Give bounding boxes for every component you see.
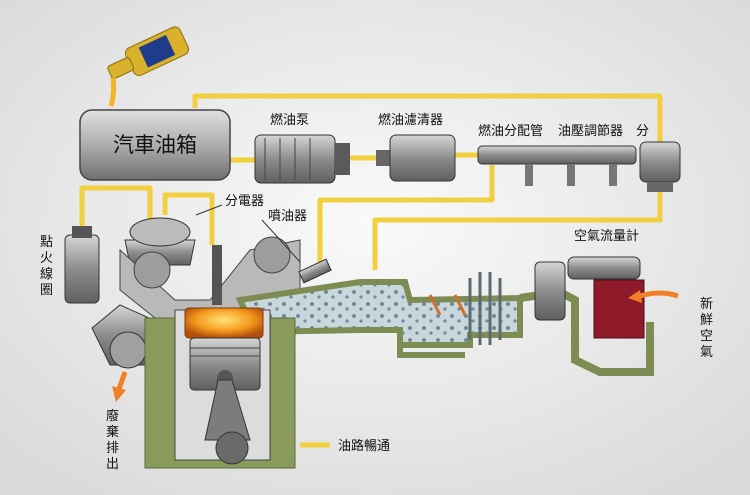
svg-text:出: 出 — [106, 457, 119, 472]
fuel-rail-label: 燃油分配管 — [478, 123, 543, 139]
svg-text:火: 火 — [40, 251, 53, 266]
arrow-icon — [628, 290, 679, 303]
fuel-tank-icon: 汽車油箱 — [79, 109, 231, 181]
svg-text:排: 排 — [106, 441, 119, 456]
svg-text:空: 空 — [700, 329, 713, 344]
svg-text:新: 新 — [700, 296, 713, 312]
fuel-filter-label: 燃油濾清器 — [378, 112, 443, 128]
distributor-to-plug-line — [162, 192, 215, 245]
distributor-label: 分電器 — [225, 194, 264, 209]
injector-icon — [261, 219, 332, 284]
coil-to-distributor-line — [79, 185, 153, 240]
fuel-rail-icon — [477, 145, 637, 186]
regulator-suffix-label: 分 — [636, 124, 649, 139]
airflow-meter-icon — [534, 256, 645, 339]
ignition-coil-icon — [64, 226, 100, 304]
svg-text:線: 線 — [40, 266, 53, 282]
fuel-tank-label: 汽車油箱 — [113, 133, 197, 157]
injector-label: 噴油器 — [268, 209, 307, 224]
fresh-air-label: 新 鮮 空 氣 — [700, 296, 713, 360]
exhaust-label: 廢 棄 排 出 — [106, 409, 119, 472]
regulator-label: 油壓調節器 — [558, 124, 623, 139]
svg-text:點: 點 — [40, 235, 53, 250]
svg-text:氣: 氣 — [700, 345, 713, 360]
svg-text:圈: 圈 — [40, 283, 53, 298]
svg-text:棄: 棄 — [106, 425, 119, 440]
fuel-clear-label: 油路暢通 — [338, 438, 390, 454]
rail-to-injector-line — [317, 165, 495, 272]
fuel-pump-icon — [254, 134, 350, 184]
svg-text:鮮: 鮮 — [700, 313, 713, 328]
piston-icon — [189, 337, 261, 465]
bottle-icon — [107, 26, 190, 107]
distributor-icon — [124, 204, 223, 266]
pressure-regulator-icon — [639, 141, 681, 192]
fuel-pump-label: 燃油泵 — [270, 112, 309, 128]
svg-text:廢: 廢 — [106, 409, 119, 424]
ignition-coil-label: 點 火 線 圈 — [40, 235, 53, 298]
combustion-chamber — [184, 307, 264, 339]
fuel-filter-icon — [376, 134, 456, 182]
airflow-meter-label: 空氣流量計 — [574, 228, 639, 244]
